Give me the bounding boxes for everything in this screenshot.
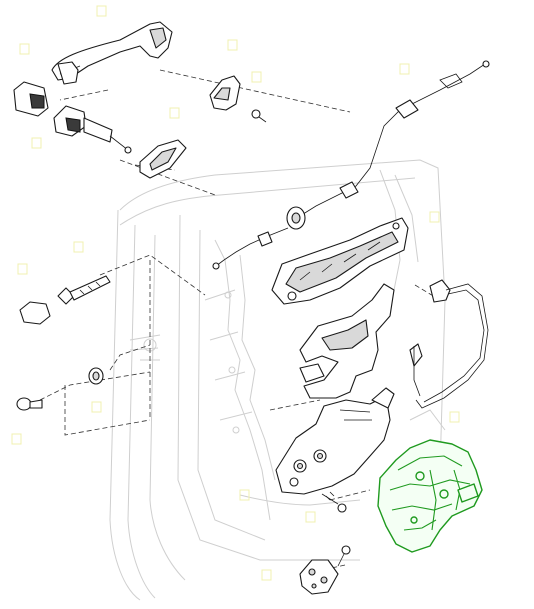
- door-inner-panel: [109, 159, 446, 601]
- handle-carrier-frame: [271, 217, 409, 305]
- hotspot-markers: [11, 5, 460, 581]
- release-cable-long: [299, 60, 490, 217]
- handle-seal-gasket: [139, 139, 187, 179]
- handle-bracket: [209, 75, 241, 111]
- handle-mounting-bracket: [299, 283, 395, 399]
- wiring-harness-connector: [409, 279, 489, 409]
- lock-cylinder: [53, 105, 132, 154]
- door-latch-lock-actuator[interactable]: [377, 439, 483, 553]
- handle-end-cap: [13, 81, 49, 117]
- striker-plate: [299, 559, 339, 595]
- release-cable-short: [212, 227, 289, 270]
- latch-screw: [321, 491, 347, 513]
- screw-small-upper: [251, 109, 267, 123]
- striker-screw: [337, 545, 351, 567]
- cable-grommet: [286, 206, 306, 230]
- torx-screw: [16, 397, 43, 411]
- clip: [88, 367, 104, 385]
- bolt-cap: [19, 301, 51, 325]
- outside-handle: [51, 21, 173, 85]
- latch-reinforcement-plate: [275, 387, 395, 495]
- bolt-long: [57, 275, 111, 305]
